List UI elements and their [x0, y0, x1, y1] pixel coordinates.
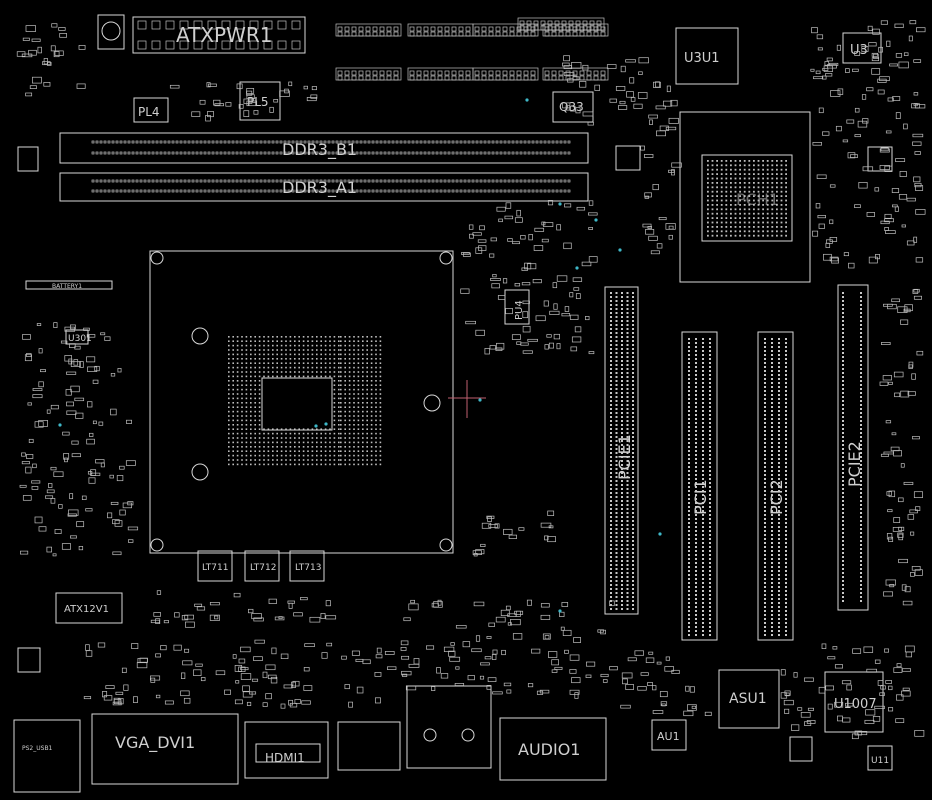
- vga-dvi-label: VGA_DVI1: [115, 733, 195, 753]
- u11-chip: U11: [867, 745, 893, 771]
- u301-label: U301: [68, 334, 92, 344]
- test-points: [58, 98, 662, 613]
- pcie1-slot: PCIE1: [604, 286, 639, 615]
- lt712-label: LT712: [250, 563, 276, 573]
- cap-q3-circle: [101, 21, 121, 41]
- atxpwr-label: ATXPWR1: [176, 23, 273, 47]
- pci1-label: PCI1: [691, 479, 710, 515]
- lt712-inductor: LT712: [244, 550, 280, 582]
- au1-label: AU1: [657, 730, 680, 743]
- smd-components: [16, 20, 926, 740]
- vga-dvi-port: VGA_DVI1: [91, 713, 239, 785]
- audio-jack: AUDIO1: [499, 717, 607, 781]
- ddr3-b1-slot: DDR3_B1: [59, 132, 589, 164]
- battery-label: BATTERY1: [52, 283, 82, 290]
- ps2-label: PS2_USB1: [22, 745, 53, 752]
- pci2-label: PCI2: [767, 479, 786, 515]
- usb3-port: [337, 721, 401, 771]
- ddr3-b1-label: DDR3_B1: [282, 140, 357, 160]
- lan-port: [406, 685, 492, 769]
- ddr3-a1-slot: DDR3_A1: [59, 172, 589, 202]
- asu1-label: ASU1: [729, 691, 767, 707]
- cap-q3: [97, 14, 125, 50]
- pch-label: PCH1: [736, 190, 779, 209]
- pcie1-label: PCIE1: [615, 434, 634, 480]
- mounting-holes: [17, 145, 893, 762]
- battery-holder: BATTERY1: [25, 280, 113, 290]
- hdmi-port: HDMI1: [244, 721, 329, 779]
- cpu-socket: [149, 250, 454, 554]
- pch-chip: PCH1: [679, 111, 811, 283]
- crosshair-marker: [448, 380, 486, 418]
- lt713-label: LT713: [295, 563, 321, 573]
- u1007-label: U1007: [834, 697, 877, 712]
- ps2-usb-port: PS2_USB1: [13, 719, 81, 793]
- hdmi-label: HDMI1: [265, 751, 305, 765]
- lt711-label: LT711: [202, 563, 228, 573]
- lt711-inductor: LT711: [197, 550, 233, 582]
- au1-chip: AU1: [651, 719, 687, 751]
- pcie2-slot: PCIE2: [837, 284, 869, 611]
- pu4-chip: PU4: [504, 289, 530, 325]
- atxpwr-connector: ATXPWR1: [132, 16, 306, 54]
- pl4-inductor: PL4: [133, 97, 169, 123]
- audio-label: AUDIO1: [518, 740, 580, 759]
- ddr3-a1-label: DDR3_A1: [282, 178, 357, 198]
- u3u1-label: U3U1: [684, 51, 720, 66]
- pl4-label: PL4: [138, 105, 160, 119]
- u3u1-chip: U3U1: [675, 27, 739, 85]
- q33-mosfet: Q33: [552, 91, 594, 123]
- pci2-slot: PCI2: [757, 331, 794, 641]
- pci1-slot: PCI1: [681, 331, 718, 641]
- u1007-chip: U1007: [824, 671, 884, 733]
- pl5-label: PL5: [247, 95, 269, 109]
- atx12v-connector: ATX12V1: [55, 592, 123, 624]
- atx12v-label: ATX12V1: [64, 604, 109, 615]
- lt713-inductor: LT713: [289, 550, 325, 582]
- front-panel-headers: [335, 17, 609, 81]
- pcie2-label: PCIE2: [845, 441, 864, 487]
- pu4-label: PU4: [514, 300, 525, 320]
- u11-label: U11: [871, 756, 889, 766]
- asu1-chip: ASU1: [718, 669, 780, 729]
- q33-label: Q33: [559, 100, 584, 114]
